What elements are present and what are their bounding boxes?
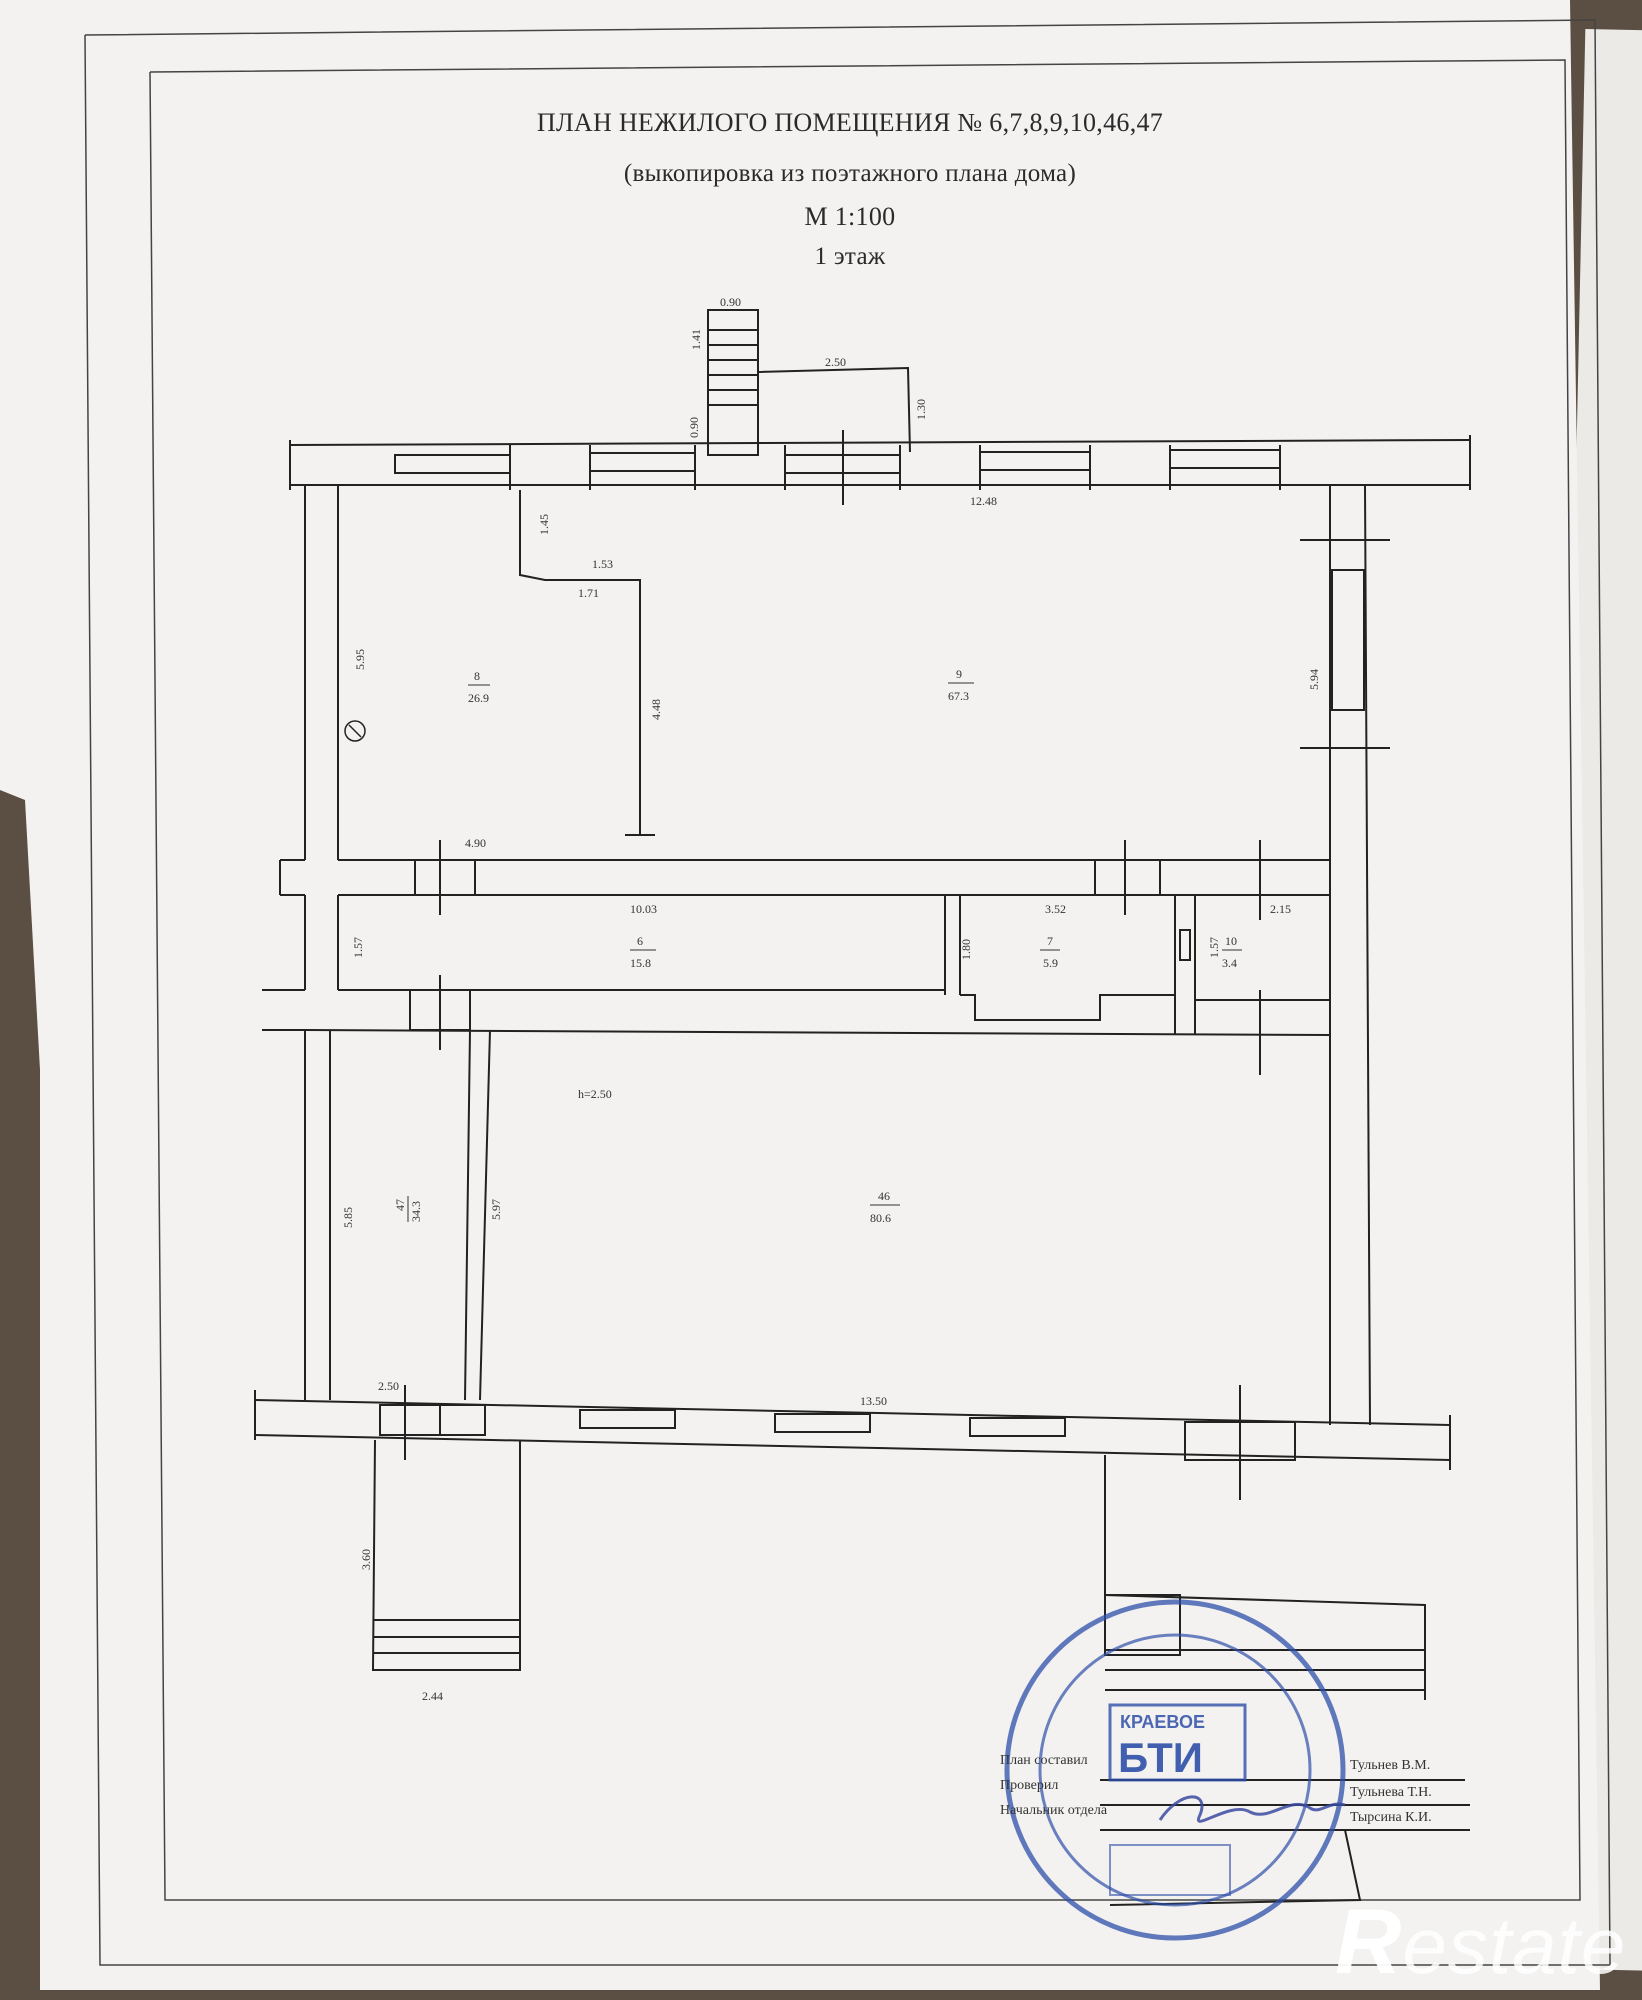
room47-partition (464, 1029, 471, 1401)
dim-r6-height: 1.57 (351, 937, 365, 958)
room8-partition (519, 490, 641, 835)
dim-r7-width: 3.52 (1045, 902, 1066, 916)
outer-border (84, 19, 1611, 1966)
plan-subtitle: (выкопировка из поэтажного плана дома) (623, 160, 1077, 187)
toilet-icon (344, 720, 366, 742)
svg-text:8: 8 (474, 669, 480, 683)
dim-r8-height: 5.95 (353, 649, 367, 670)
room-9-label: 9 67.3 (948, 667, 974, 703)
restate-watermark: Restate (1335, 1891, 1627, 1993)
svg-text:КРАЕВОЕ: КРАЕВОЕ (1120, 1712, 1205, 1732)
dim-r7-height: 1.80 (959, 939, 973, 960)
dim-porch-width: 2.50 (825, 355, 846, 369)
svg-text:67.3: 67.3 (948, 689, 969, 703)
room-47-label: 47 34.3 (393, 1196, 423, 1222)
name-checked: Тульнева Т.Н. (1350, 1785, 1432, 1800)
dim-r9-height: 5.94 (1307, 669, 1321, 690)
room-46-label: 46 80.6 (870, 1189, 900, 1225)
label-dept-head: Начальник отдела (1000, 1803, 1108, 1818)
bti-stamp: КРАЕВОЕ БТИ (1004, 1599, 1346, 1941)
dim-r8-partition: 4.48 (649, 699, 663, 720)
bottom-porch (1104, 1455, 1426, 1700)
label-plan-made: План составил (1000, 1753, 1088, 1768)
room-7-label: 7 5.9 (1040, 934, 1060, 970)
svg-text:6: 6 (637, 934, 643, 948)
dim-corridor-len: 10.03 (630, 902, 657, 916)
top-porch (757, 366, 911, 453)
room-10-label: 10 3.4 (1222, 934, 1242, 970)
svg-text:47: 47 (393, 1199, 407, 1211)
name-dept-head: Тырсина К.И. (1350, 1810, 1432, 1825)
name-plan-made: Тульнев В.М. (1350, 1758, 1431, 1773)
dim-porch-depth: 1.30 (914, 399, 928, 420)
dim-stair-top-width: 0.90 (720, 295, 741, 309)
dim-ramp-width: 2.44 (422, 1689, 443, 1703)
bottom-ramp (371, 1439, 521, 1671)
svg-text:9: 9 (956, 667, 962, 681)
svg-text:80.6: 80.6 (870, 1211, 891, 1225)
room-6-label: 6 15.8 (630, 934, 656, 970)
top-wall (289, 439, 1471, 446)
dim-bottom-wall: 13.50 (860, 1394, 887, 1408)
dim-top-wall: 12.48 (970, 494, 997, 508)
dim-bottom-entry: 2.50 (378, 1379, 399, 1393)
dim-ceiling-height: h=2.50 (578, 1087, 612, 1101)
handwritten-signature (1158, 1795, 1346, 1823)
svg-text:46: 46 (878, 1189, 890, 1203)
label-checked: Проверил (1000, 1778, 1059, 1793)
svg-text:7: 7 (1047, 934, 1053, 948)
dim-r10-width: 2.15 (1270, 902, 1291, 916)
dim-stair-top-len: 1.41 (689, 329, 703, 350)
top-stair (707, 309, 759, 456)
dim-r8-width: 4.90 (465, 836, 486, 850)
svg-text:10: 10 (1225, 934, 1237, 948)
dim-r10-height: 1.57 (1207, 937, 1221, 958)
inner-border (149, 59, 1581, 1901)
dim-r8-notch-h1: 1.53 (592, 557, 613, 571)
room-8-label: 8 26.9 (468, 669, 490, 705)
dim-stair-top-low: 0.90 (687, 417, 701, 438)
plan-floor: 1 этаж (814, 243, 886, 270)
svg-text:34.3: 34.3 (409, 1201, 423, 1222)
dim-r8-notch-h2: 1.71 (578, 586, 599, 600)
dim-r47-partition: 5.97 (489, 1199, 503, 1220)
document-sheet (0, 0, 1600, 1990)
dim-ramp-len: 3.60 (359, 1549, 373, 1570)
svg-text:3.4: 3.4 (1222, 956, 1237, 970)
svg-text:15.8: 15.8 (630, 956, 651, 970)
dim-r47-height: 5.85 (341, 1207, 355, 1228)
svg-text:5.9: 5.9 (1043, 956, 1058, 970)
svg-text:БТИ: БТИ (1118, 1734, 1203, 1781)
dim-r8-notch-v: 1.45 (537, 514, 551, 535)
plan-scale: М 1:100 (804, 202, 896, 231)
svg-text:26.9: 26.9 (468, 691, 489, 705)
plan-title: ПЛАН НЕЖИЛОГО ПОМЕЩЕНИЯ № 6,7,8,9,10,46,… (536, 108, 1164, 137)
